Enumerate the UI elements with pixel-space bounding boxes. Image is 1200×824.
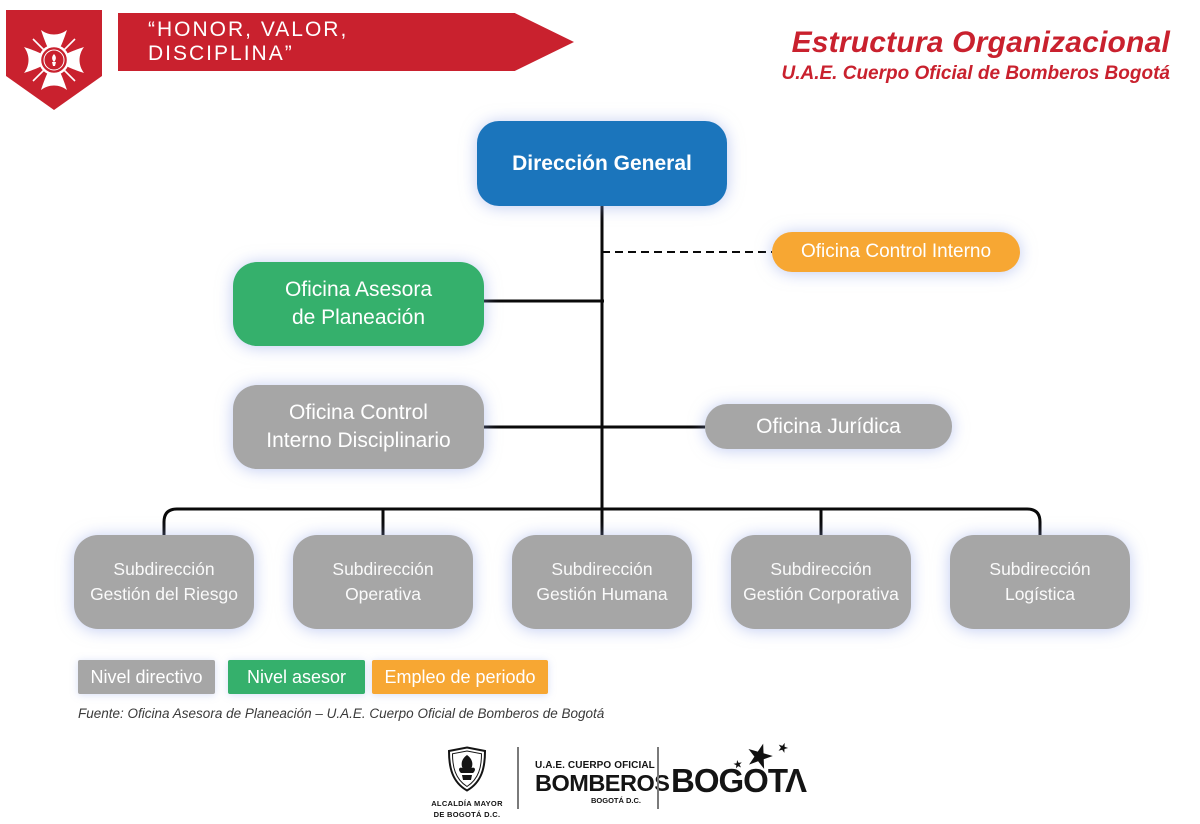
alcaldia-text-line2: DE BOGOTÁ D.C. xyxy=(433,810,501,819)
bomberos-wordmark: U.A.E. CUERPO OFICIAL BOMBEROS BOGOTÁ D.… xyxy=(535,760,670,805)
bomberos-line2: BOMBEROS xyxy=(535,770,670,796)
bomberos-line1: U.A.E. CUERPO OFICIAL xyxy=(535,760,655,771)
org-box-oficina-control-interno-disciplinario: Oficina Control Interno Disciplinario xyxy=(233,385,484,469)
org-box-subdireccion-gestion-corporativa: Subdirección Gestión Corporativa xyxy=(731,535,911,629)
org-box-subdireccion-gestion-riesgo: Subdirección Gestión del Riesgo xyxy=(74,535,254,629)
org-box-label: Oficina Control Interno xyxy=(800,241,992,262)
title-block: Estructura Organizacional U.A.E. Cuerpo … xyxy=(782,26,1171,85)
org-box-label-line: Logística xyxy=(1004,584,1076,604)
alcaldia-shield-icon xyxy=(447,746,487,792)
bomberos-line3: BOGOTÁ D.C. xyxy=(591,796,641,805)
org-box-subdireccion-gestion-humana: Subdirección Gestión Humana xyxy=(512,535,692,629)
org-box-label-line: Subdirección xyxy=(551,559,653,579)
org-box-label: Dirección General xyxy=(512,151,692,175)
legend-label: Empleo de periodo xyxy=(384,666,536,687)
org-box-label-line: Subdirección xyxy=(989,559,1091,579)
org-box-label: Oficina Jurídica xyxy=(756,414,901,438)
footer-logos: ALCALDÍA MAYOR DE BOGOTÁ D.C. U.A.E. CUE… xyxy=(0,734,1200,819)
bogota-lambda-letter: Λ xyxy=(785,762,807,799)
org-box-label-line: Subdirección xyxy=(770,559,872,579)
motto-text: “HONOR, VALOR, DISCIPLINA” xyxy=(148,18,349,65)
org-box-label-line: Gestión Humana xyxy=(536,584,668,604)
org-box-label-line: Operativa xyxy=(345,584,421,604)
page-title: Estructura Organizacional xyxy=(791,26,1170,59)
footer-divider xyxy=(657,747,659,809)
legend-item-empleo-de-periodo: Empleo de periodo xyxy=(372,660,548,694)
legend-label: Nivel asesor xyxy=(246,666,347,687)
fire-department-emblem-icon xyxy=(6,10,102,110)
org-box-direccion-general: Dirección General xyxy=(477,121,727,206)
org-box-subdireccion-operativa: Subdirección Operativa xyxy=(293,535,473,629)
legend-item-nivel-directivo: Nivel directivo xyxy=(78,660,215,694)
footer-divider xyxy=(517,747,519,809)
org-box-label-line: Gestión del Riesgo xyxy=(90,584,238,604)
org-box-label-line: Subdirección xyxy=(113,559,215,579)
org-box-label-line: Gestión Corporativa xyxy=(743,584,899,604)
motto-banner: “HONOR, VALOR, DISCIPLINA” xyxy=(118,13,574,71)
legend-item-nivel-asesor: Nivel asesor xyxy=(228,660,365,694)
alcaldia-text-line1: ALCALDÍA MAYOR xyxy=(431,799,503,808)
org-box-subdireccion-logistica: Subdirección Logística xyxy=(950,535,1130,629)
org-box-label-line: Interno Disciplinario xyxy=(266,429,451,452)
org-box-label-line: de Planeación xyxy=(291,306,426,329)
org-box-oficina-asesora-planeacion: Oficina Asesora de Planeación xyxy=(233,262,484,346)
legend-label: Nivel directivo xyxy=(90,666,203,687)
org-box-label-line: Oficina Control xyxy=(289,401,428,424)
org-box-oficina-juridica: Oficina Jurídica xyxy=(705,404,952,449)
page-subtitle: U.A.E. Cuerpo Oficial de Bomberos Bogotá xyxy=(781,63,1171,84)
org-box-label-line: Oficina Asesora xyxy=(284,278,433,301)
source-note: Fuente: Oficina Asesora de Planeación – … xyxy=(78,706,605,721)
org-box-oficina-control-interno: Oficina Control Interno xyxy=(772,232,1020,272)
bogota-text: BOGOT xyxy=(671,762,788,799)
bogota-star-icon: ★ xyxy=(732,758,744,772)
org-box-label-line: Subdirección xyxy=(332,559,434,579)
bogota-wordmark: ★ ★ ★ BOGOTΛ xyxy=(671,734,807,800)
alcaldia-logo: ALCALDÍA MAYOR DE BOGOTÁ D.C. xyxy=(427,746,507,819)
